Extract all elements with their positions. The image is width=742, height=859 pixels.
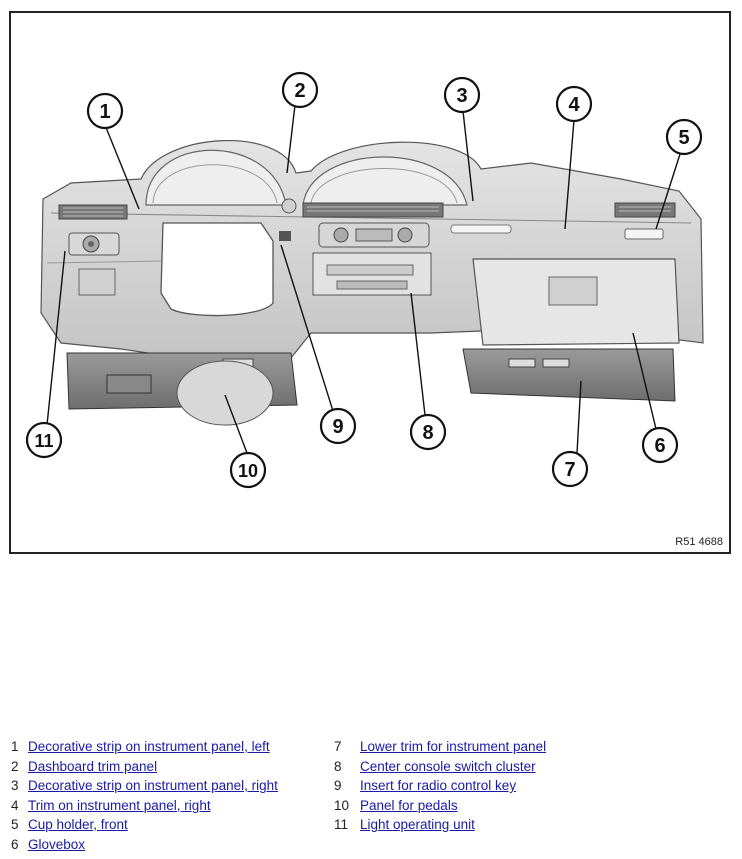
legend-number: 10 bbox=[334, 797, 350, 813]
steering-opening bbox=[160, 222, 274, 317]
legend-link[interactable]: Glovebox bbox=[28, 836, 86, 852]
legend-link[interactable]: Center console switch cluster bbox=[360, 758, 536, 774]
figure-code: R51 4688 bbox=[675, 536, 723, 548]
legend-right-column: 7 Lower trim for instrument panel 8 Center… bbox=[334, 737, 546, 835]
legend-link[interactable]: Dashboard trim panel bbox=[28, 758, 158, 774]
legend-link[interactable]: Insert for radio control key bbox=[360, 778, 517, 793]
legend-item-2: 2 Dashboard trim panel bbox=[11, 757, 278, 777]
legend-number: 8 bbox=[334, 758, 342, 774]
legend-link[interactable]: Light operating unit bbox=[360, 817, 475, 832]
vent-center bbox=[302, 202, 444, 218]
callout-6: 6 bbox=[641, 426, 679, 464]
callout-9: 9 bbox=[319, 407, 357, 445]
pedal-panel bbox=[176, 360, 274, 426]
legend-item-10: 10 Panel for pedals bbox=[334, 796, 546, 816]
legend-number: 3 bbox=[11, 778, 19, 793]
legend-link[interactable]: Decorative strip on instrument panel, ri… bbox=[28, 778, 278, 793]
legend-number: 4 bbox=[11, 797, 19, 813]
legend-number: 2 bbox=[11, 758, 19, 774]
callout-3: 3 bbox=[443, 76, 481, 114]
legend-link[interactable]: Panel for pedals bbox=[360, 797, 458, 813]
callout-1: 1 bbox=[86, 92, 124, 130]
dashboard-illustration: 1 2 3 4 5 6 7 8 bbox=[25, 71, 704, 489]
legend-link[interactable]: Trim on instrument panel, right bbox=[28, 797, 211, 813]
legend-item-7: 7 Lower trim for instrument panel bbox=[334, 737, 546, 757]
legend-item-6: 6 Glovebox bbox=[11, 835, 278, 855]
vent-right bbox=[614, 202, 676, 218]
legend-number: 7 bbox=[334, 739, 342, 754]
callout-number: 5 bbox=[678, 127, 689, 149]
callout-number: 1 bbox=[99, 101, 110, 123]
leader-lines bbox=[46, 104, 682, 454]
callout-number: 7 bbox=[564, 459, 575, 481]
legend-item-11: 11 Light operating unit bbox=[334, 815, 546, 835]
legend-item-4: 4 Trim on instrument panel, right bbox=[11, 796, 278, 816]
diagram-figure: 1 2 3 4 5 6 7 8 bbox=[9, 11, 731, 554]
callout-number: 4 bbox=[568, 94, 580, 116]
callout-number: 6 bbox=[654, 435, 665, 457]
legend-item-5: 5 Cup holder, front bbox=[11, 815, 278, 835]
callout-2: 2 bbox=[281, 71, 319, 109]
callout-number: 10 bbox=[238, 461, 258, 481]
callout-7: 7 bbox=[551, 450, 589, 488]
instrument-hood-right bbox=[302, 156, 468, 206]
legend-number: 11 bbox=[334, 817, 349, 832]
callout-11: 11 bbox=[25, 421, 63, 459]
legend-link[interactable]: Decorative strip on instrument panel, le… bbox=[28, 739, 270, 754]
callout-8: 8 bbox=[409, 413, 447, 451]
callout-5: 5 bbox=[665, 118, 703, 156]
legend-number: 5 bbox=[11, 817, 19, 832]
callout-10: 10 bbox=[229, 451, 267, 489]
legend-item-9: 9 Insert for radio control key bbox=[334, 776, 546, 796]
legend-number: 9 bbox=[334, 778, 342, 793]
legend-item-3: 3 Decorative strip on instrument panel, r… bbox=[11, 776, 278, 796]
legend-left-column: 1 Decorative strip on instrument panel, l… bbox=[11, 737, 278, 854]
instrument-hood-left bbox=[145, 149, 287, 206]
legend-link[interactable]: Cup holder, front bbox=[28, 817, 128, 832]
legend-link[interactable]: Lower trim for instrument panel bbox=[360, 739, 547, 754]
callout-number: 9 bbox=[332, 416, 343, 438]
legend-number: 1 bbox=[11, 739, 19, 754]
callout-number: 11 bbox=[34, 431, 53, 451]
callout-number: 2 bbox=[294, 80, 305, 102]
cup-holder bbox=[624, 228, 664, 240]
legend-item-1: 1 Decorative strip on instrument panel, l… bbox=[11, 737, 278, 757]
legend-number: 6 bbox=[11, 836, 19, 852]
callout-number: 3 bbox=[456, 85, 467, 107]
legend-item-8: 8 Center console switch cluster bbox=[334, 757, 546, 777]
callout-4: 4 bbox=[555, 85, 593, 123]
callout-number: 8 bbox=[422, 422, 433, 444]
